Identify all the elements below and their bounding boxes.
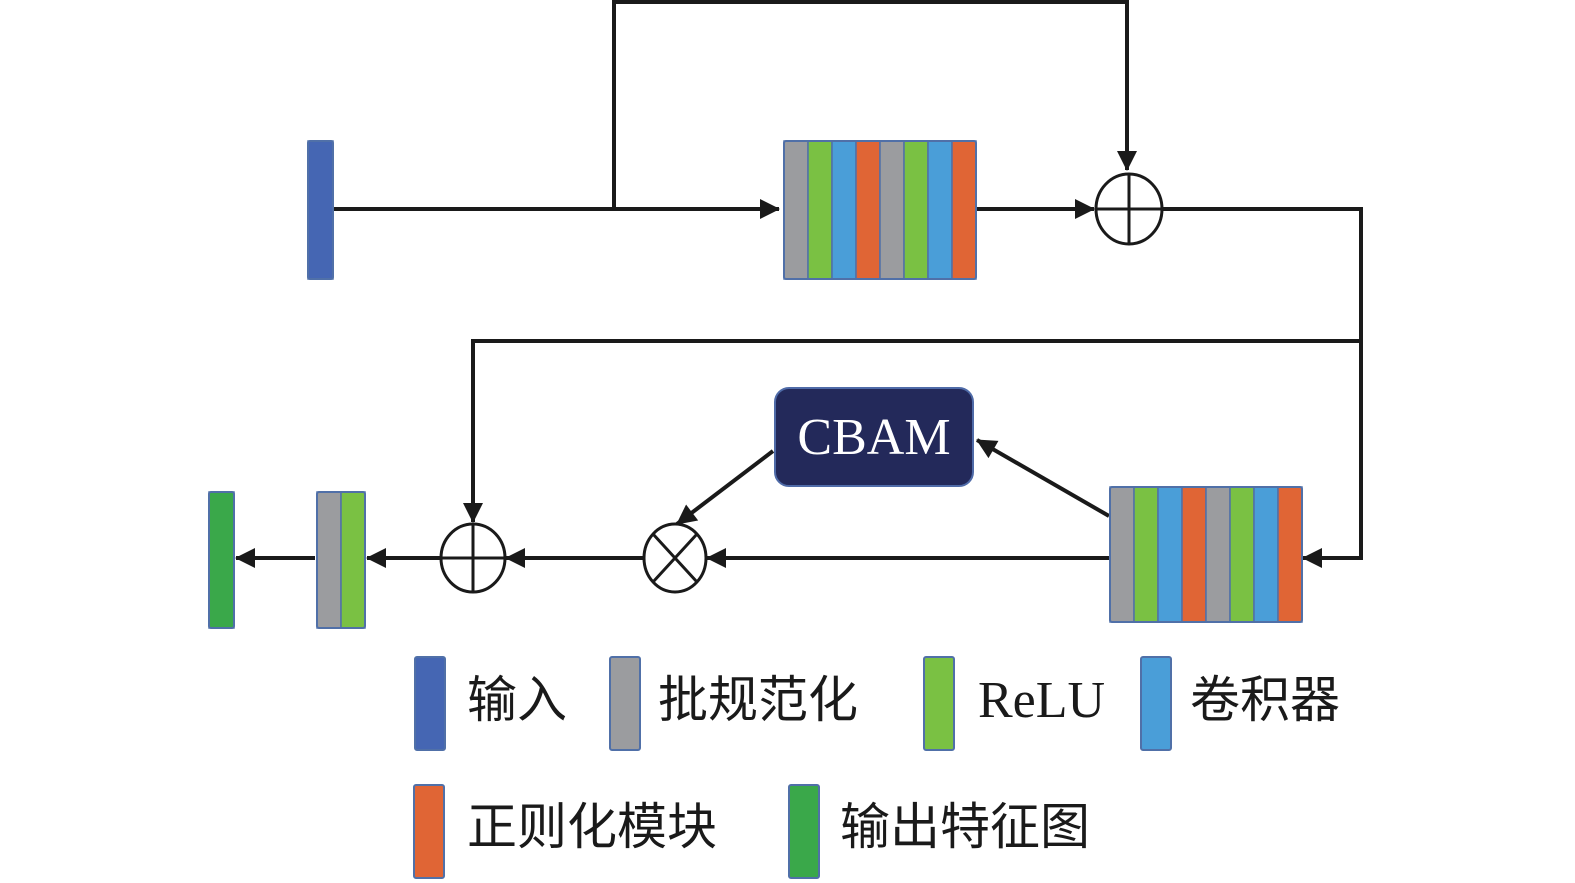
legend-swatch xyxy=(413,784,445,879)
block-outline xyxy=(1109,486,1303,623)
legend-swatch xyxy=(414,656,446,751)
legend-label: 批规范化 xyxy=(658,671,858,729)
legend-item-output-feature: 输出特征图 xyxy=(788,784,1090,879)
input-block xyxy=(307,140,334,280)
layer-stripe-regularization xyxy=(1277,486,1303,623)
layer-stripe-batch-norm xyxy=(1205,486,1231,623)
cbam-module: CBAM xyxy=(774,387,974,487)
block-outline xyxy=(783,140,977,280)
layer-stripe-relu xyxy=(1133,486,1159,623)
legend-label: 输出特征图 xyxy=(840,798,1090,856)
legend-label: 正则化模块 xyxy=(467,798,717,856)
block-outline xyxy=(316,491,366,629)
edge-skip-2 xyxy=(463,339,1361,523)
block-outline xyxy=(307,140,334,280)
block-outline xyxy=(208,491,235,629)
layer-stripe-regularization xyxy=(855,140,881,280)
layer-stripe-conv xyxy=(1253,486,1279,623)
layer-stripe-relu xyxy=(340,491,366,629)
legend-item-conv: 卷积器 xyxy=(1140,656,1340,751)
legend-item-input: 输入 xyxy=(414,656,567,751)
layer-stripe-input xyxy=(307,140,334,280)
edge-cbam-to-multiply xyxy=(675,449,775,526)
cbam-label: CBAM xyxy=(797,409,950,466)
edge-skip-1 xyxy=(612,0,1137,209)
connectors xyxy=(235,0,1363,568)
layer-stripe-batch-norm xyxy=(316,491,342,629)
multiply-operator xyxy=(642,522,708,594)
layer-stripe-conv xyxy=(831,140,857,280)
legend-swatch xyxy=(923,656,955,751)
layer-stripe-relu xyxy=(807,140,833,280)
residual-block-2 xyxy=(1109,486,1303,623)
legend-item-batch-norm: 批规范化 xyxy=(609,656,858,751)
layer-stripe-conv xyxy=(1157,486,1183,623)
layer-stripe-conv xyxy=(927,140,953,280)
layer-stripe-regularization xyxy=(1181,486,1207,623)
residual-block-1 xyxy=(783,140,977,280)
legend-item-regularization: 正则化模块 xyxy=(413,784,717,879)
legend-label: 卷积器 xyxy=(1190,671,1340,729)
legend-label: ReLU xyxy=(978,672,1105,729)
layer-stripe-regularization xyxy=(951,140,977,280)
layer-stripe-output-feature xyxy=(208,491,235,629)
legend-swatch xyxy=(1140,656,1172,751)
layer-stripe-batch-norm xyxy=(1109,486,1135,623)
layer-stripe-relu xyxy=(1229,486,1255,623)
layer-stripe-batch-norm xyxy=(783,140,809,280)
layer-stripe-batch-norm xyxy=(879,140,905,280)
edge-add1-to-block2 xyxy=(1162,207,1363,568)
legend-swatch xyxy=(609,656,641,751)
output-feature-block xyxy=(208,491,235,629)
layer-stripe-relu xyxy=(903,140,929,280)
edge-block2-to-cbam xyxy=(976,438,1110,518)
legend-item-relu: ReLU xyxy=(923,656,1105,751)
add-operator-1 xyxy=(1094,172,1164,246)
legend-label: 输入 xyxy=(467,671,567,729)
add-operator-2 xyxy=(439,522,507,594)
final-bn-relu-block xyxy=(316,491,366,629)
legend-swatch xyxy=(788,784,820,879)
